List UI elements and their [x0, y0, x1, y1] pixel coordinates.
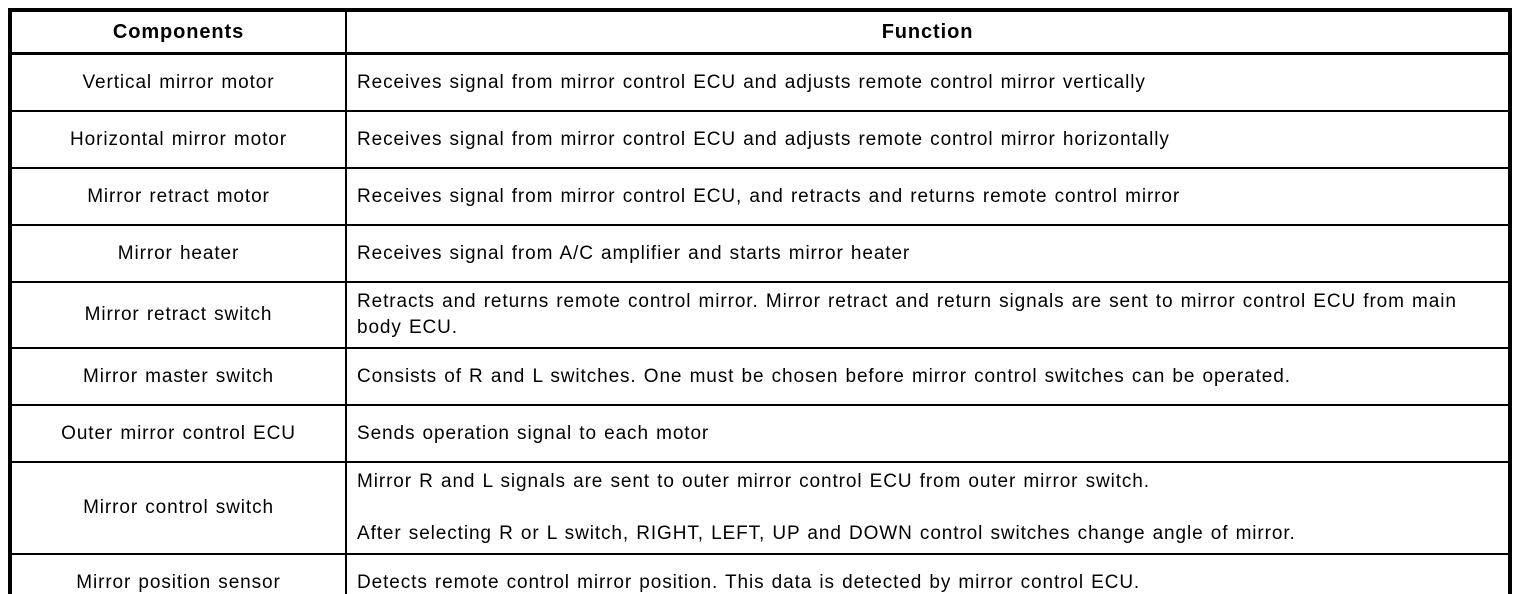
function-cell: Consists of R and L switches. One must b… [345, 347, 1511, 406]
function-paragraph: Retracts and returns remote control mirr… [357, 291, 1457, 338]
component-cell: Mirror position sensor [9, 553, 347, 594]
table-row: Mirror position sensor Detects remote co… [9, 553, 1511, 594]
component-cell: Mirror control switch [9, 461, 347, 555]
table-header: Components Function [9, 9, 1511, 55]
function-cell: Detects remote control mirror position. … [345, 553, 1511, 594]
function-paragraph: Consists of R and L switches. One must b… [357, 365, 1291, 387]
component-cell: Horizontal mirror motor [9, 110, 347, 169]
table-row: Mirror retract switch Retracts and retur… [9, 281, 1511, 349]
function-cell: Sends operation signal to each motor [345, 404, 1511, 463]
function-paragraph: Receives signal from mirror control ECU,… [357, 185, 1181, 207]
components-function-table: Components Function Vertical mirror moto… [8, 8, 1512, 594]
function-cell: Retracts and returns remote control mirr… [345, 281, 1511, 349]
function-cell: Receives signal from mirror control ECU,… [345, 167, 1511, 226]
header-row: Components Function [9, 9, 1511, 55]
components-column-header: Components [9, 9, 347, 55]
function-paragraph: Detects remote control mirror position. … [357, 571, 1141, 593]
function-paragraph: After selecting R or L switch, RIGHT, LE… [357, 523, 1296, 544]
table-row: Mirror retract motor Receives signal fro… [9, 167, 1511, 226]
table-row: Outer mirror control ECU Sends operation… [9, 404, 1511, 463]
component-cell: Mirror retract motor [9, 167, 347, 226]
function-cell: Mirror R and L signals are sent to outer… [345, 461, 1511, 555]
function-cell: Receives signal from mirror control ECU … [345, 52, 1511, 112]
component-cell: Mirror master switch [9, 347, 347, 406]
component-cell: Outer mirror control ECU [9, 404, 347, 463]
function-paragraph: Sends operation signal to each motor [357, 422, 710, 444]
function-paragraph: Receives signal from A/C amplifier and s… [357, 242, 911, 264]
table-row: Mirror heater Receives signal from A/C a… [9, 224, 1511, 283]
function-paragraph: Receives signal from mirror control ECU … [357, 128, 1170, 150]
component-cell: Vertical mirror motor [9, 52, 347, 112]
function-cell: Receives signal from A/C amplifier and s… [345, 224, 1511, 283]
table-row: Mirror master switch Consists of R and L… [9, 347, 1511, 406]
table-row: Mirror control switch Mirror R and L sig… [9, 461, 1511, 555]
function-paragraph: Mirror R and L signals are sent to outer… [357, 471, 1150, 492]
function-paragraph: Receives signal from mirror control ECU … [357, 71, 1146, 93]
function-column-header: Function [345, 9, 1511, 55]
component-cell: Mirror heater [9, 224, 347, 283]
table-row: Horizontal mirror motor Receives signal … [9, 110, 1511, 169]
function-cell: Receives signal from mirror control ECU … [345, 110, 1511, 169]
table-row: Vertical mirror motor Receives signal fr… [9, 52, 1511, 112]
table-body: Vertical mirror motor Receives signal fr… [9, 52, 1511, 594]
component-cell: Mirror retract switch [9, 281, 347, 349]
